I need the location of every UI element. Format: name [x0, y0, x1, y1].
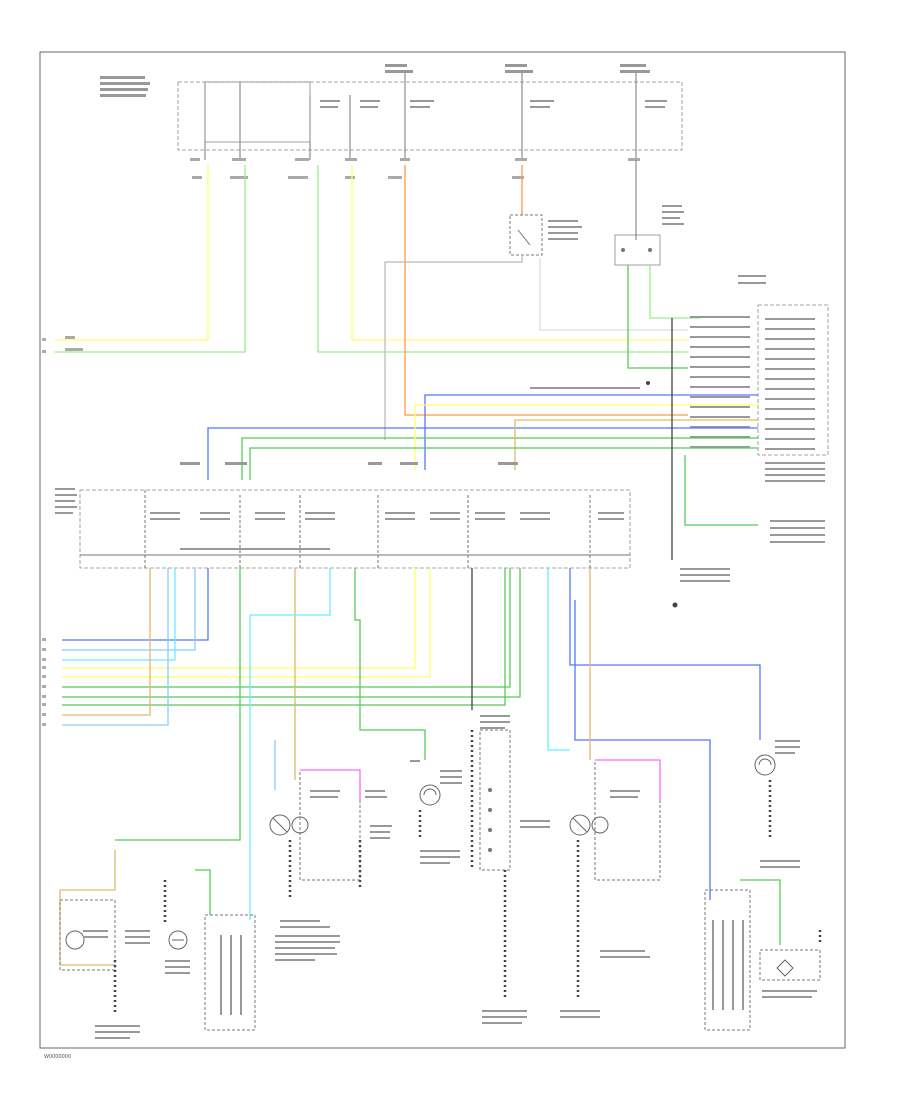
right-front-turn-lamp — [520, 759, 661, 881]
ground-label-rf — [560, 1010, 600, 1018]
diagram-frame — [39, 51, 846, 1049]
left-side-marker — [410, 760, 462, 864]
wire-green-2 — [249, 447, 758, 480]
connector-right — [530, 304, 829, 482]
wire-cyan-right — [547, 568, 570, 751]
wire-green-1 — [241, 437, 758, 480]
wire-blue-right-2 — [574, 600, 711, 900]
bus-tan — [62, 568, 151, 716]
connector-lower-right — [704, 889, 751, 1031]
bus-light-blue — [62, 568, 196, 651]
wire-blue-right — [569, 568, 761, 740]
left-stop-lamp — [165, 930, 190, 974]
hazard-switch — [479, 715, 511, 871]
connector-lower-left — [204, 914, 340, 1031]
wire-blue-1 — [424, 394, 758, 470]
wire-labels-top — [190, 158, 640, 179]
bus-green-1 — [62, 568, 511, 688]
wire-green-left — [115, 568, 241, 841]
wire-green-bottom — [195, 869, 211, 915]
right-labels — [680, 520, 825, 582]
wire-blue-2 — [207, 427, 758, 480]
wire-green-ts — [627, 265, 688, 369]
module-middle — [55, 462, 631, 569]
wire-light-gray — [539, 258, 688, 331]
wire-tan-1 — [514, 419, 758, 470]
bus-green-2 — [62, 568, 521, 698]
bus-light-blue-2 — [62, 568, 169, 726]
wire-yellow-2 — [351, 165, 688, 341]
bus-blue — [62, 568, 209, 641]
wire-cyan-mid — [250, 568, 331, 616]
ground-label-lr — [95, 1025, 140, 1039]
brake-lamp-switch — [509, 214, 582, 256]
wire-tan-bottom-left — [59, 850, 116, 966]
passenger-label — [600, 950, 650, 958]
bus-yellow-2 — [62, 568, 431, 678]
fuse-block-top — [100, 64, 683, 160]
left-front-turn-lamp — [269, 769, 392, 881]
left-rear-lamp — [59, 899, 150, 971]
bus-yellow-1 — [62, 568, 416, 669]
splice-right — [672, 602, 678, 608]
wire-light-green-top — [55, 165, 246, 353]
wire-yellow-top — [55, 165, 209, 341]
footer-code: W0000000 — [44, 1054, 71, 1060]
passenger-indicator — [759, 949, 821, 998]
wire-orange — [404, 165, 688, 416]
wire-green-down — [354, 568, 426, 760]
bus-left-labels — [42, 336, 83, 726]
bus-cyan — [62, 568, 176, 661]
wire-gray — [384, 255, 523, 440]
ground-label-center — [482, 1010, 527, 1024]
turn-signal-switch — [614, 160, 766, 284]
right-side-marker — [754, 740, 800, 868]
wire-green-right — [684, 455, 758, 526]
wire-green-bottom-right — [740, 879, 781, 945]
wire-light-green-2 — [317, 165, 688, 353]
wire-light-green-ts — [649, 265, 700, 319]
bus-green-3 — [62, 568, 506, 706]
